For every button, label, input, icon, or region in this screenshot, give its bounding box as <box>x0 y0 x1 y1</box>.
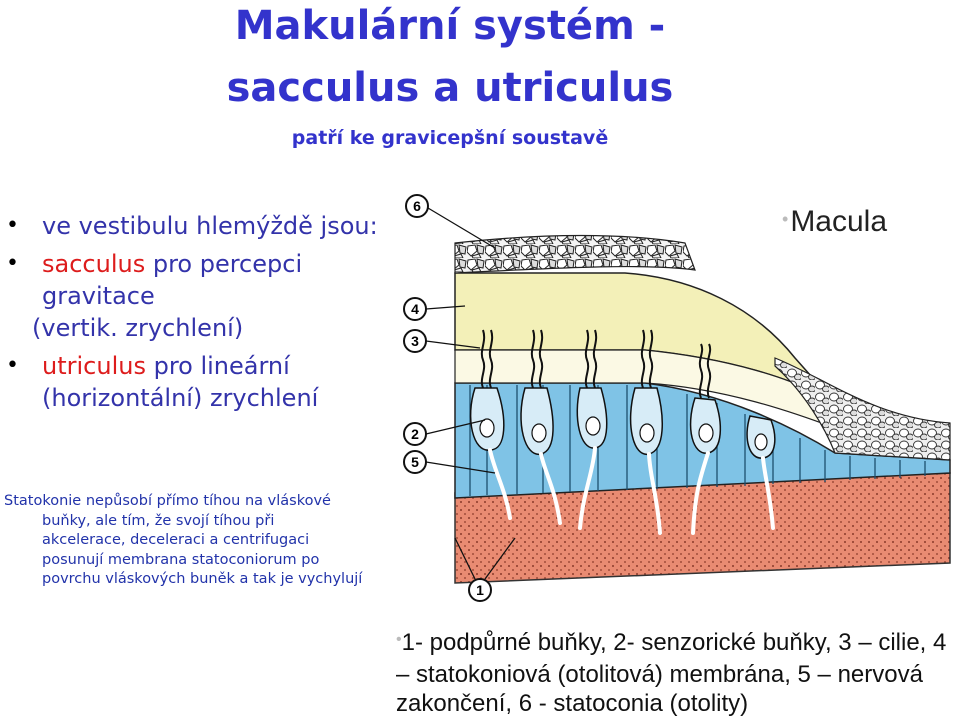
note-line: Statokonie nepůsobí přímo tíhou na vlásk… <box>4 493 331 509</box>
figure-markers: 6 4 3 2 5 1 <box>403 194 516 602</box>
bullet-text: pro lineární (horizontální) zrychlení <box>42 352 319 412</box>
note-line: akcelerace, deceleraci a centrifugaci <box>42 532 310 548</box>
marker-2: 2 <box>403 422 427 446</box>
bullet-dot-icon: • <box>6 251 19 276</box>
marker-6: 6 <box>405 194 429 218</box>
nerve-endings <box>488 446 775 535</box>
subtitle: patří ke gravicepšní soustavě <box>291 127 609 149</box>
macula-illustration: 6 4 3 2 5 1 <box>403 194 951 602</box>
bullet-dot-icon: • <box>6 213 19 238</box>
svg-text:5: 5 <box>411 454 419 470</box>
svg-text:3: 3 <box>411 333 419 349</box>
macula-label: Macula <box>790 205 888 238</box>
bullet-vestibulum: • ve vestibulu hlemýždě jsou: <box>0 210 400 242</box>
svg-text:6: 6 <box>413 198 421 214</box>
note-line: povrchu vláskových buněk a tak je vychyl… <box>42 571 363 587</box>
bullet-text: pro percepci gravitace <box>42 250 303 310</box>
term-utriculus: utriculus <box>42 352 146 380</box>
svg-text:2: 2 <box>411 426 419 442</box>
figure-label: •Macula <box>782 205 887 239</box>
bullet-list: • ve vestibulu hlemýždě jsou: • sacculus… <box>0 210 400 420</box>
bullet-dot-icon: • <box>782 209 789 229</box>
term-sacculus: sacculus <box>42 250 146 278</box>
title-line-1: Makulární systém - <box>234 3 666 49</box>
note-line: buňky, ale tím, že svojí tíhou při <box>42 512 275 529</box>
bullet-sacculus: • sacculus pro percepci gravitace (verti… <box>0 248 400 344</box>
bullet-dot-icon: • <box>396 631 402 648</box>
marker-4: 4 <box>403 297 427 321</box>
statoconia-note: Statokonie nepůsobí přímo tíhou na vlásk… <box>4 492 374 590</box>
bullet-continuation: (vertik. zrychlení) <box>32 314 244 342</box>
legend-text: 1- podpůrné buňky, 2- senzorické buňky, … <box>396 629 947 717</box>
svg-text:1: 1 <box>476 582 484 598</box>
svg-text:4: 4 <box>411 301 419 317</box>
figure-legend: •1- podpůrné buňky, 2- senzorické buňky,… <box>396 628 960 718</box>
cilia <box>480 329 712 399</box>
title-line-2: sacculus a utriculus <box>226 65 674 111</box>
marker-5: 5 <box>403 450 427 474</box>
note-line: posunují membrana statoconiorum po <box>42 551 320 568</box>
bullet-text: ve vestibulu hlemýždě jsou: <box>42 212 378 240</box>
statoconia <box>454 234 696 274</box>
statoconia-slope <box>774 357 951 461</box>
cell-nuclei <box>479 416 768 451</box>
bullet-dot-icon: • <box>6 353 19 378</box>
marker-1: 1 <box>468 578 492 602</box>
marker-3: 3 <box>403 329 427 353</box>
bullet-utriculus: • utriculus pro lineární (horizontální) … <box>0 350 400 414</box>
